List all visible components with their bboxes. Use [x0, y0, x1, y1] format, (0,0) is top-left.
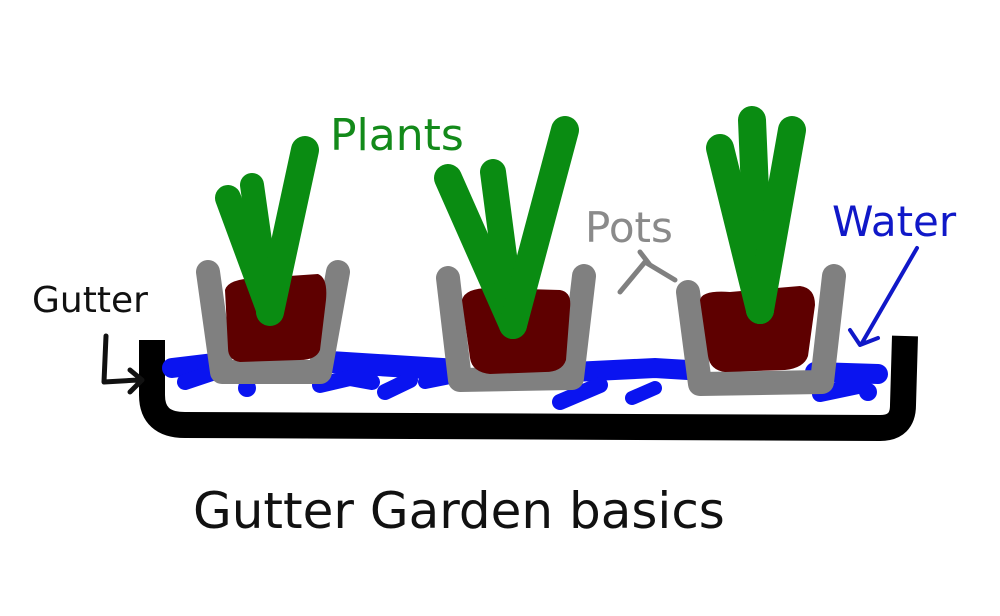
gutter-arrow-icon [101, 333, 145, 395]
diagram-title: Gutter Garden basics [193, 482, 725, 540]
soil-3 [700, 286, 815, 372]
pots-label: Pots [585, 203, 673, 252]
plants-label: Plants [330, 110, 464, 161]
plant-2 [434, 116, 579, 339]
gutter-label: Gutter [32, 280, 148, 321]
plant-1 [215, 136, 319, 326]
water-arrow-icon [848, 246, 919, 347]
gutter [139, 335, 918, 441]
plant-3 [706, 106, 806, 324]
pots-pointer-icon [617, 249, 678, 295]
water-label: Water [832, 197, 957, 246]
pot-3 [676, 264, 846, 396]
